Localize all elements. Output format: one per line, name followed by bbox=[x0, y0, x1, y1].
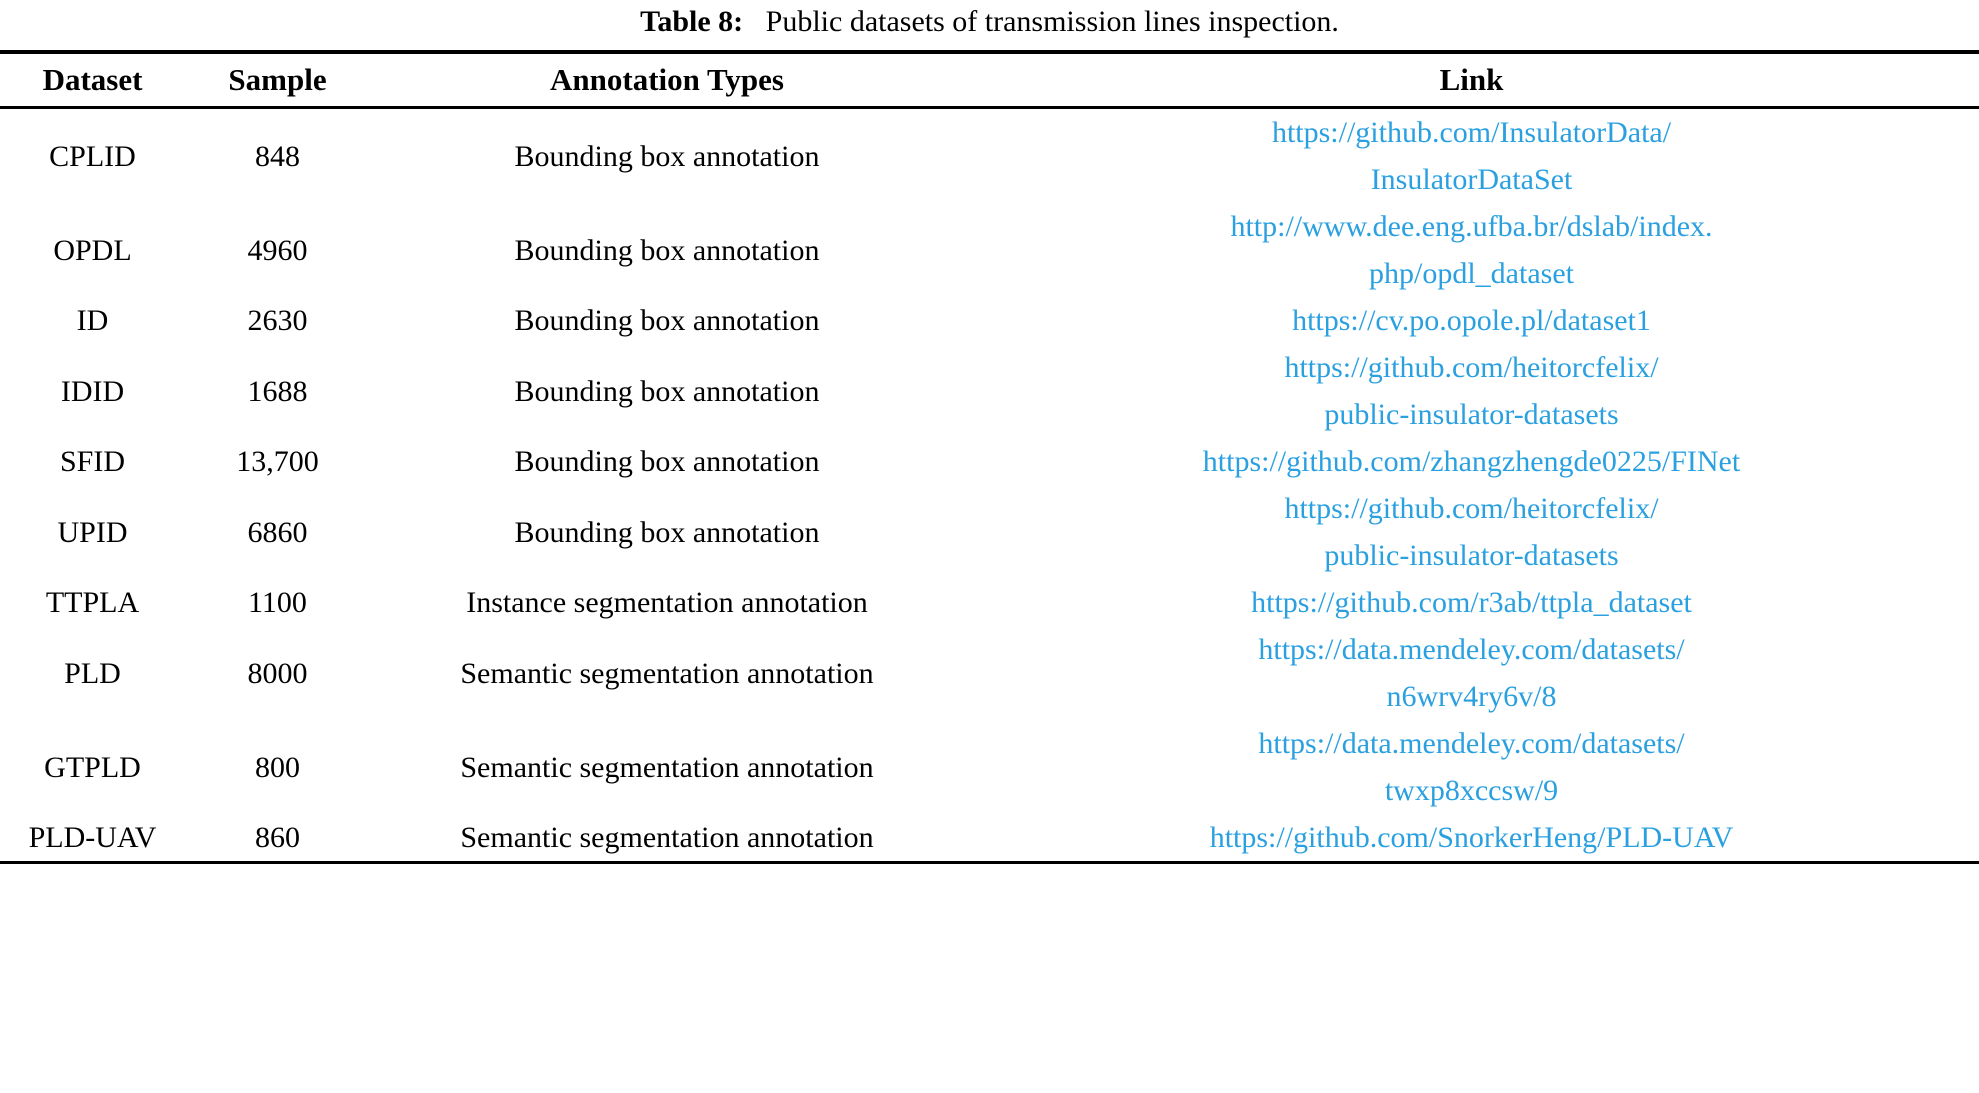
cell-link[interactable]: https://data.mendeley.com/datasets/n6wrv… bbox=[964, 626, 1979, 720]
caption-label: Table 8: bbox=[640, 5, 744, 38]
cell-link[interactable]: https://data.mendeley.com/datasets/twxp8… bbox=[964, 720, 1979, 814]
dataset-link[interactable]: https://github.com/SnorkerHeng/PLD-UAV bbox=[1209, 821, 1734, 854]
cell-annotation-type: Instance segmentation annotation bbox=[466, 586, 868, 619]
table-header-rule bbox=[0, 106, 1979, 109]
cell-dataset: UPID bbox=[57, 515, 128, 549]
cell-annotation-type: Semantic segmentation annotation bbox=[460, 656, 874, 690]
header-row: Dataset Sample Annotation Types Link bbox=[0, 54, 1979, 106]
table-top-rule bbox=[0, 50, 1979, 54]
table-row: OPDL 4960 Bounding box annotation http://ww… bbox=[0, 203, 1979, 297]
dataset-link[interactable]: twxp8xccsw/9 bbox=[1384, 774, 1559, 807]
cell-sample: 1100 bbox=[248, 586, 307, 619]
cell-annotation-type: Semantic segmentation annotation bbox=[460, 821, 874, 854]
datasets-table: Dataset Sample Annotation Types Link bbox=[0, 54, 1979, 106]
table-row: TTPLA 1100 Instance segmentation annotatio… bbox=[0, 579, 1979, 626]
table-row: CPLID 848 Bounding box annotation https://g… bbox=[0, 109, 1979, 203]
header-link: Link bbox=[1439, 62, 1504, 97]
table-row: UPID 6860 Bounding box annotation https://g… bbox=[0, 485, 1979, 579]
cell-link[interactable]: https://github.com/r3ab/ttpla_dataset bbox=[964, 579, 1979, 626]
dataset-link[interactable]: public-insulator-datasets bbox=[1324, 398, 1619, 431]
cell-sample: 4960 bbox=[247, 233, 308, 267]
table-row: IDID 1688 Bounding box annotation https://g… bbox=[0, 344, 1979, 438]
dataset-link[interactable]: https://github.com/r3ab/ttpla_dataset bbox=[1251, 586, 1692, 619]
cell-dataset: PLD bbox=[64, 656, 121, 690]
table-row: ID 2630 Bounding box annotation https://cv.… bbox=[0, 297, 1979, 344]
cell-link[interactable]: http://www.dee.eng.ufba.br/dslab/index. p… bbox=[964, 203, 1979, 297]
cell-dataset: CPLID bbox=[49, 139, 136, 173]
cell-link[interactable]: https://github.com/zhangzhengde0225/FINe… bbox=[964, 438, 1979, 485]
table-row: SFID 13,700 Bounding box annotation https:/… bbox=[0, 438, 1979, 485]
table-bottom-rule bbox=[0, 861, 1979, 864]
header-sample: Sample bbox=[228, 62, 327, 97]
cell-link[interactable]: https://github.com/SnorkerHeng/PLD-UAV bbox=[964, 814, 1979, 861]
cell-sample: 13,700 bbox=[236, 445, 319, 478]
cell-link[interactable]: https://cv.po.opole.pl/dataset1 bbox=[964, 297, 1979, 344]
table-caption: Table 8: Public datasets of transmission… bbox=[0, 0, 1979, 50]
header-annotation-types: Annotation Types bbox=[550, 62, 784, 97]
table-head: Dataset Sample Annotation Types Link bbox=[0, 54, 1979, 106]
dataset-link[interactable]: https://data.mendeley.com/datasets/ bbox=[1258, 633, 1685, 666]
cell-annotation-type: Bounding box annotation bbox=[514, 515, 820, 549]
dataset-link[interactable]: php/opdl_dataset bbox=[1369, 257, 1574, 290]
cell-link[interactable]: https://github.com/heitorcfelix/public-i… bbox=[964, 485, 1979, 579]
dataset-link[interactable]: n6wrv4ry6v/8 bbox=[1386, 680, 1557, 713]
cell-sample: 8000 bbox=[247, 656, 308, 690]
cell-link[interactable]: https://github.com/InsulatorData/Insulat… bbox=[964, 109, 1979, 203]
cell-dataset: SFID bbox=[59, 445, 126, 478]
table-row: GTPLD 800 Semantic segmentation annotation… bbox=[0, 720, 1979, 814]
cell-annotation-type: Bounding box annotation bbox=[514, 233, 820, 267]
cell-dataset: IDID bbox=[60, 374, 125, 408]
dataset-link[interactable]: https://data.mendeley.com/datasets/ bbox=[1258, 727, 1685, 760]
dataset-link[interactable]: https://github.com/heitorcfelix/ bbox=[1284, 492, 1659, 525]
cell-dataset: TTPLA bbox=[45, 586, 140, 619]
cell-sample: 800 bbox=[255, 750, 300, 784]
cell-annotation-type: Bounding box annotation bbox=[514, 374, 820, 408]
cell-dataset: ID bbox=[76, 304, 109, 337]
caption-text: Public datasets of transmission lines in… bbox=[765, 5, 1339, 38]
dataset-link[interactable]: InsulatorDataSet bbox=[1370, 163, 1573, 196]
cell-sample: 2630 bbox=[247, 304, 308, 337]
cell-dataset: PLD-UAV bbox=[28, 821, 157, 854]
cell-sample: 6860 bbox=[247, 515, 308, 549]
cell-sample: 1688 bbox=[247, 374, 308, 408]
table-row: PLD-UAV 860 Semantic segmentation annotati… bbox=[0, 814, 1979, 861]
dataset-link[interactable]: https://github.com/zhangzhengde0225/FINe… bbox=[1202, 445, 1741, 478]
cell-dataset: OPDL bbox=[53, 233, 132, 267]
cell-link[interactable]: https://github.com/heitorcfelix/public-i… bbox=[964, 344, 1979, 438]
cell-dataset: GTPLD bbox=[44, 750, 141, 784]
dataset-link[interactable]: https://github.com/InsulatorData/ bbox=[1271, 116, 1672, 149]
cell-annotation-type: Bounding box annotation bbox=[514, 445, 820, 478]
dataset-link[interactable]: http://www.dee.eng.ufba.br/dslab/index. bbox=[1230, 210, 1713, 243]
cell-annotation-type: Bounding box annotation bbox=[514, 139, 820, 173]
cell-sample: 848 bbox=[255, 139, 300, 173]
cell-annotation-type: Semantic segmentation annotation bbox=[460, 750, 874, 784]
dataset-link[interactable]: https://github.com/heitorcfelix/ bbox=[1284, 351, 1659, 384]
dataset-link[interactable]: https://cv.po.opole.pl/dataset1 bbox=[1292, 304, 1651, 337]
header-dataset: Dataset bbox=[42, 62, 143, 97]
table-row: PLD 8000 Semantic segmentation annotation h… bbox=[0, 626, 1979, 720]
dataset-link[interactable]: public-insulator-datasets bbox=[1324, 539, 1619, 572]
cell-sample: 860 bbox=[255, 821, 300, 854]
cell-annotation-type: Bounding box annotation bbox=[514, 304, 820, 337]
